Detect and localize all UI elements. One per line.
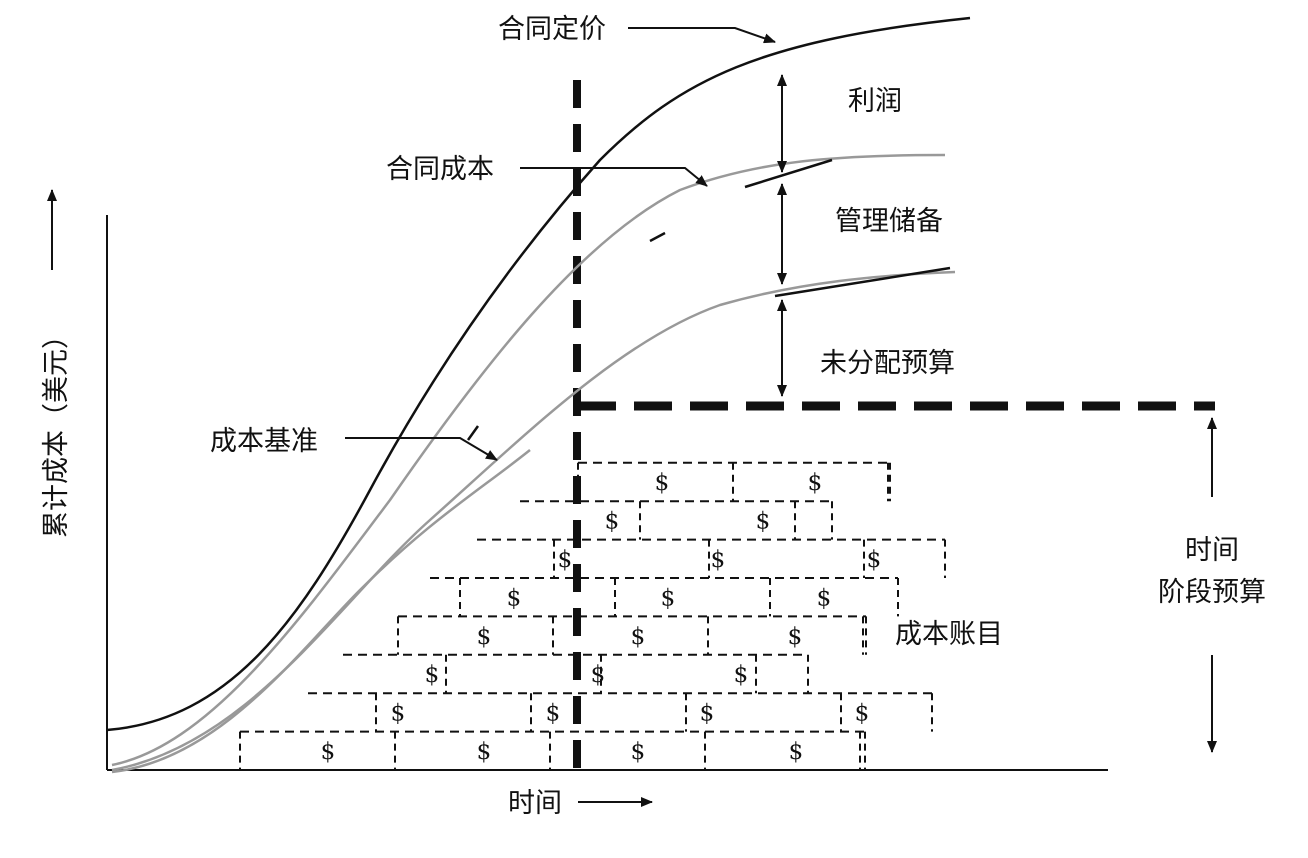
contract-price-label: 合同定价 <box>498 14 606 45</box>
cost-account-dollar: $ <box>605 509 620 535</box>
cost-account-dollar: $ <box>789 739 804 765</box>
cost-account-dollar: $ <box>808 470 823 496</box>
undistributed-budget-label: 未分配预算 <box>820 348 955 379</box>
cost-accounts-grid: $ $ $ $ $ $ $ $ $ $ $ $ $ $ $ $ $ $ $ $ $ $ $ $ <box>239 461 946 770</box>
y-axis-label: 累计成本（美元） <box>41 322 72 538</box>
cost-account-dollar: $ <box>655 470 670 496</box>
cost-account-dollar: $ <box>477 624 492 650</box>
cost-account-dollar: $ <box>631 624 646 650</box>
cost-baseline-pointer <box>345 437 498 461</box>
cost-baseline-marker-2 <box>466 425 480 441</box>
cost-account-dollar: $ <box>788 624 803 650</box>
management-reserve-label: 管理储备 <box>835 206 943 237</box>
time-phased-label-line2: 阶段预算 <box>1158 577 1266 608</box>
cost-account-dollar: $ <box>391 701 406 727</box>
cost-account-dollar: $ <box>546 701 561 727</box>
cost-account-dollar: $ <box>321 739 336 765</box>
contract-cost-label: 合同成本 <box>386 154 494 185</box>
profit-label: 利润 <box>848 86 902 117</box>
cost-account-dollar: $ <box>477 739 492 765</box>
cost-account-dollar: $ <box>591 662 606 688</box>
contract-price-curve <box>106 16 971 732</box>
cost-account-dollar: $ <box>631 739 646 765</box>
cost-account-dollar: $ <box>756 509 771 535</box>
x-axis-label: 时间 <box>508 788 562 819</box>
cost-account-dollar: $ <box>507 585 522 611</box>
cost-baseline-curve <box>111 449 531 774</box>
cost-account-dollar: $ <box>425 662 440 688</box>
cost-account-dollar: $ <box>558 547 573 573</box>
undistributed-marker <box>774 266 951 298</box>
cost-account-dollar: $ <box>700 701 715 727</box>
cost-account-dollar: $ <box>855 701 870 727</box>
cost-account-dollar: $ <box>734 662 749 688</box>
cost-account-dollar: $ <box>711 547 726 573</box>
cost-account-dollar: $ <box>867 547 882 573</box>
cost-accounts-label: 成本账目 <box>895 619 1003 650</box>
contract-price-pointer <box>628 27 776 44</box>
undistributed-budget-curve <box>111 270 956 772</box>
cost-account-dollar: $ <box>817 585 832 611</box>
cost-baseline-marker <box>649 231 666 243</box>
contract-cost-pointer <box>520 167 708 187</box>
cost-baseline-label: 成本基准 <box>210 426 318 457</box>
cost-account-dollar: $ <box>661 585 676 611</box>
contract-cost-marker <box>744 158 833 189</box>
time-phased-label-line1: 时间 <box>1185 535 1239 566</box>
